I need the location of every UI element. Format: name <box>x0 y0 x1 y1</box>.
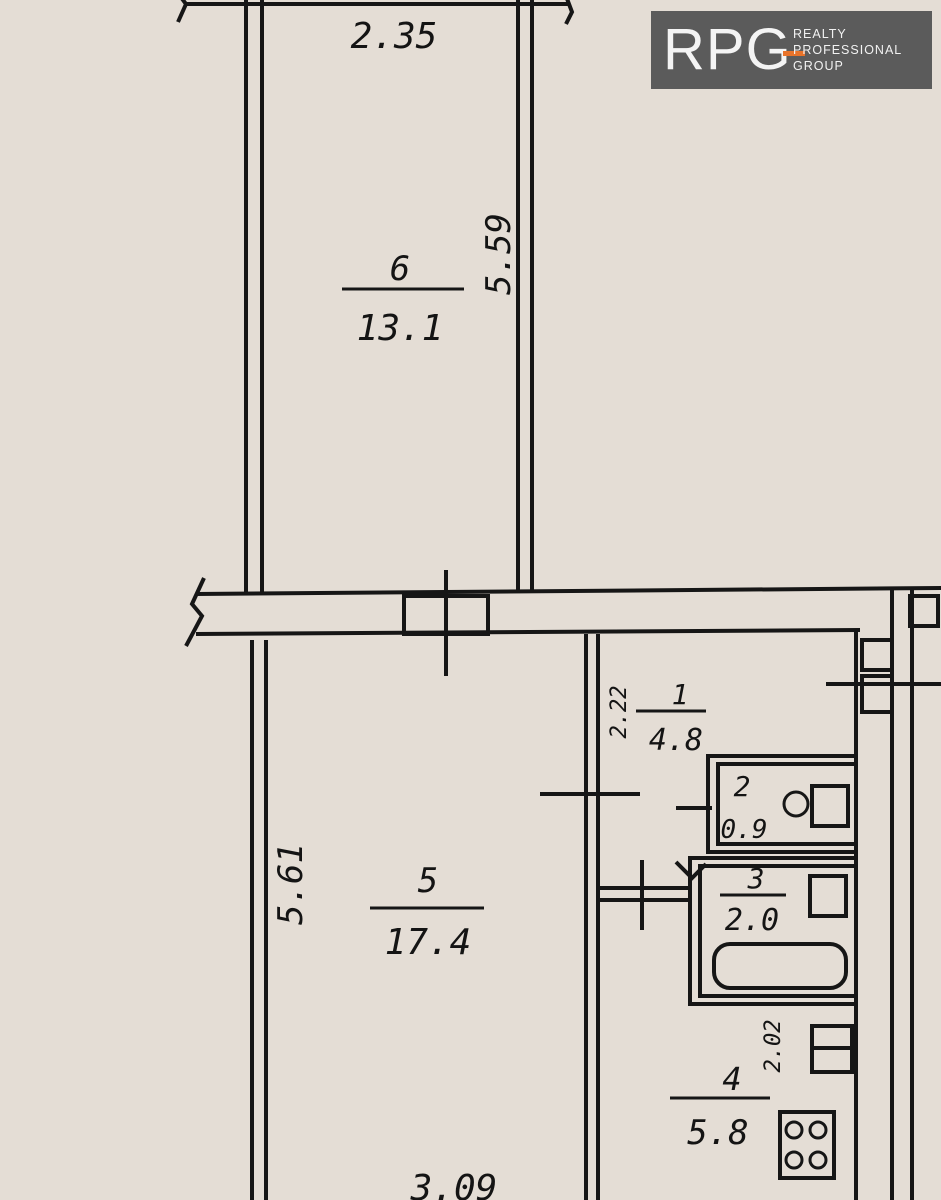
wall-middle-top <box>195 586 941 596</box>
break-mark-top-right <box>564 0 575 25</box>
stove-burner-1 <box>784 1120 804 1140</box>
wall-middle-bottom <box>195 628 861 636</box>
room5-area: 17.4 <box>385 922 472 963</box>
rpg-logo: RPG REALTY PROFESSIONAL GROUP <box>651 11 932 89</box>
logo-accent <box>783 51 805 56</box>
toilet-bowl <box>782 790 810 818</box>
dimension-hall-width: 2.22 <box>607 686 632 739</box>
dimension-bottom-width: 3.09 <box>410 1168 498 1200</box>
room3-number: 3 <box>747 862 765 895</box>
dimension-room5-length: 5.61 <box>271 843 311 925</box>
room2-area: 0.9 <box>721 815 768 845</box>
logo-wordmark: REALTY PROFESSIONAL GROUP <box>793 26 902 74</box>
dimension-top-width: 2.35 <box>351 16 438 57</box>
bath-door-arc <box>674 860 708 881</box>
toilet-room-inner <box>716 762 858 846</box>
block-b <box>860 674 894 714</box>
block-a <box>860 638 894 672</box>
break-mark-middle-left <box>184 577 206 647</box>
dimension-room6-length: 5.59 <box>479 213 519 295</box>
room5-number: 5 <box>418 861 438 901</box>
room1-number: 1 <box>672 678 689 711</box>
dimension-kitchen-width: 2.02 <box>761 1020 786 1073</box>
stove-burner-4 <box>808 1150 828 1170</box>
room4-number: 4 <box>722 1060 741 1098</box>
toilet-tank <box>810 784 850 828</box>
room3-area: 2.0 <box>725 903 779 938</box>
logo-line-1: REALTY <box>793 27 847 41</box>
room1-area: 4.8 <box>649 723 703 758</box>
block-c <box>908 594 940 628</box>
logo-line-2: PROFESSIONAL <box>793 43 903 57</box>
room6-area: 13.1 <box>357 308 444 349</box>
room4-area: 5.8 <box>687 1113 748 1153</box>
logo-line-3: GROUP <box>793 59 844 73</box>
walls <box>176 0 941 1200</box>
break-mark-top-left <box>176 0 189 23</box>
stove-burner-2 <box>808 1120 828 1140</box>
fixture-details <box>782 790 828 1170</box>
room6-number: 6 <box>390 249 410 289</box>
logo-mark: RPG <box>663 17 792 82</box>
label-bars <box>342 287 786 1100</box>
stove-burner-3 <box>784 1150 804 1170</box>
bathtub <box>712 942 848 990</box>
room2-number: 2 <box>734 770 751 803</box>
washbasin <box>808 874 848 918</box>
bath-room-inner <box>698 864 858 998</box>
stove <box>778 1110 836 1180</box>
